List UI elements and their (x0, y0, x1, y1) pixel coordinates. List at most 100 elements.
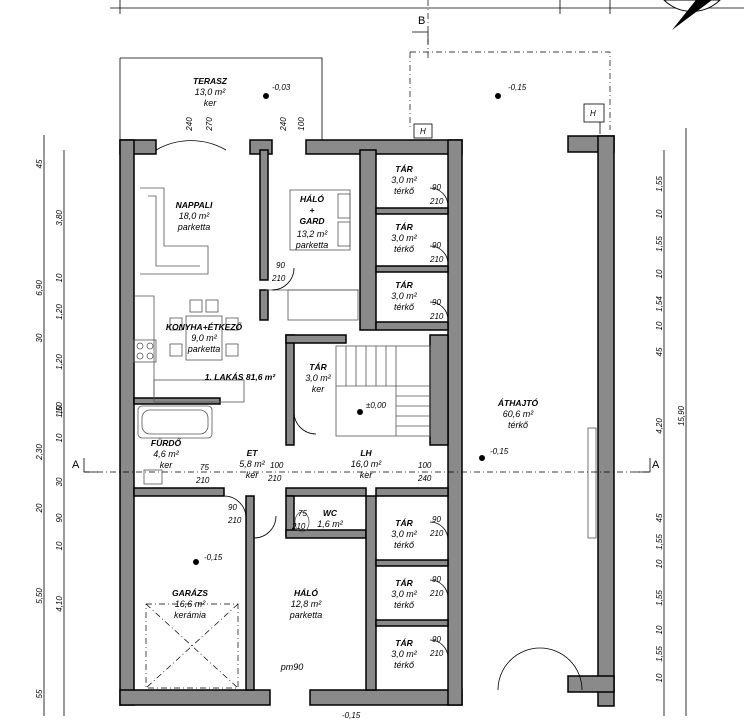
section-line-a (83, 458, 651, 473)
furdo-floor: ker (160, 460, 174, 470)
door-h-6: 210 (429, 649, 444, 658)
left-dim-15: 5,50 (35, 588, 44, 604)
right-dim-11: 10 (655, 559, 664, 568)
mark-h-1: H (420, 127, 426, 136)
tar6-name: TÁR (395, 638, 413, 648)
wc-area: 1,6 m² (317, 519, 344, 529)
right-dim-6: 45 (655, 347, 664, 356)
left-dim-13: 90 (55, 513, 64, 522)
tar4-name: TÁR (395, 518, 413, 528)
top-dim-2: 240 (279, 117, 288, 132)
right-dim-12: 1,55 (655, 590, 664, 606)
konyha-floor: parketta (187, 344, 221, 354)
konyha-name: KONYHA+ÉTKEZŐ (166, 321, 243, 332)
door-h-halo: 210 (271, 274, 286, 283)
garazs-floor: kerámia (174, 610, 206, 620)
left-dim-10: 10 (55, 433, 64, 442)
furdo-area: 4,6 m² (153, 449, 180, 459)
right-dim-10: 1,55 (655, 534, 664, 550)
athajto-area: 60,6 m² (503, 409, 535, 419)
nappali-name: NAPPALI (176, 200, 213, 210)
tar1-floor: térkő (394, 186, 415, 196)
left-dim-6: 1,20 (55, 354, 64, 370)
lh-name: LH (360, 448, 372, 458)
right-dim-13: 10 (655, 625, 664, 634)
door-w-1: 90 (432, 183, 441, 192)
door-w-et: 100 (270, 461, 284, 470)
et-floor: ker (246, 470, 260, 480)
left-dim-1: 3,80 (55, 210, 64, 226)
door-h-furdo: 210 (195, 476, 210, 485)
right-dim-9: 45 (655, 513, 664, 522)
interior-walls (133, 149, 449, 691)
konyha-area: 9,0 m² (191, 333, 218, 343)
tar3-area: 3,0 m² (391, 291, 418, 301)
lh-level: ±0,00 (366, 401, 387, 410)
mark-h-2: H (590, 109, 596, 118)
door-w-lh: 100 (418, 461, 432, 470)
left-dim-3: 10 (55, 273, 64, 282)
tar5-name: TÁR (395, 578, 413, 588)
right-dim-0: 1,55 (655, 176, 664, 192)
door-h-et: 210 (267, 474, 282, 483)
furdo-name: FÜRDŐ (151, 437, 182, 448)
right-dimension-line (663, 128, 687, 716)
bottom-level: -0,15 (342, 711, 361, 720)
right-dim-5: 10 (655, 321, 664, 330)
halo-gard-floor: parketta (295, 240, 329, 250)
left-dim-16: 4,10 (55, 596, 64, 612)
right-dim-8: 15,90 (677, 405, 686, 426)
tar4-area: 3,0 m² (391, 529, 418, 539)
top-dimension-line (110, 0, 744, 14)
terasz-level: -0,03 (272, 83, 291, 92)
tar-mid-area: 3,0 m² (305, 373, 332, 383)
wc-name: WC (323, 508, 338, 518)
tar5-floor: térkő (394, 600, 415, 610)
door-w-wc: 75 (298, 509, 307, 518)
left-dim-2: 6,90 (35, 280, 44, 296)
door-h-3: 210 (429, 312, 444, 321)
garazs-area: 16,6 m² (175, 599, 207, 609)
outside-level: -0,15 (508, 83, 527, 92)
right-dim-1: 10 (655, 209, 664, 218)
left-dim-14: 10 (55, 541, 64, 550)
top-dim-0: 240 (185, 117, 194, 132)
lh-floor: ker (360, 470, 374, 480)
right-dim-4: 1,54 (655, 296, 664, 312)
tar1-name: TÁR (395, 164, 413, 174)
door-h-wc: 210 (291, 522, 306, 531)
tar-mid-floor: ker (312, 384, 326, 394)
door-h-2: 210 (429, 255, 444, 264)
halo-gard-name2: GARD (299, 216, 324, 226)
tar6-floor: térkő (394, 660, 415, 670)
left-dim-5: 30 (35, 333, 44, 342)
section-a-left: A (72, 459, 80, 471)
et-name: ET (247, 448, 259, 458)
halo-gard-plus: + (310, 205, 315, 215)
right-dim-14: 1,55 (655, 646, 664, 662)
halo2-area: 12,8 m² (291, 599, 323, 609)
terasz-area: 13,0 m² (195, 87, 227, 97)
left-dim-7: 10 (55, 405, 64, 414)
left-dimension-line (43, 135, 65, 716)
right-dim-7: 4,20 (655, 418, 664, 434)
lakas-label: 1. LAKÁS 81,6 m² (205, 372, 277, 382)
section-a-right: A (652, 459, 660, 471)
door-w-furdo: 75 (200, 463, 209, 472)
door-w-halo: 90 (276, 261, 285, 270)
top-dim-3: 100 (297, 117, 306, 131)
tar5-area: 3,0 m² (391, 589, 418, 599)
nappali-area: 18,0 m² (179, 211, 211, 221)
door-h-5: 210 (429, 589, 444, 598)
section-b: B (418, 15, 425, 27)
tar2-area: 3,0 m² (391, 233, 418, 243)
door-h-1: 210 (429, 197, 444, 206)
top-dim-1: 270 (205, 117, 214, 132)
halo2-floor: parketta (289, 610, 323, 620)
tar3-floor: térkő (394, 302, 415, 312)
door-w-5: 90 (432, 575, 441, 584)
door-w-3: 90 (432, 298, 441, 307)
left-dim-9: 2,30 (35, 444, 44, 461)
left-dim-12: 20 (35, 503, 44, 513)
